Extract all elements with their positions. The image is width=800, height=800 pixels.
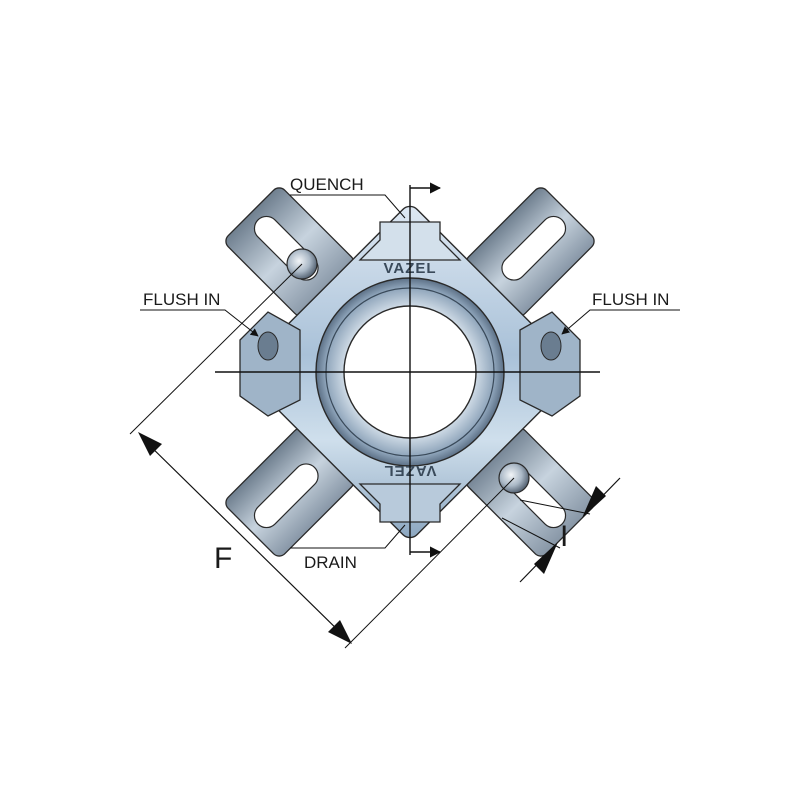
flush-in-right-leader <box>561 309 680 335</box>
flush-in-left-leader <box>140 309 259 337</box>
dimension-f-line <box>141 437 349 641</box>
slot <box>253 463 319 529</box>
dimension-i-arrow-bottom <box>534 542 558 574</box>
label-flush-in-right: FLUSH IN <box>592 290 669 309</box>
flush-port-left <box>257 331 279 361</box>
label-quench: QUENCH <box>290 175 364 194</box>
flush-boss-right <box>519 311 581 417</box>
dimension-f: F <box>129 263 515 649</box>
drain-leader <box>290 524 406 549</box>
label-flush-in-left: FLUSH IN <box>143 290 220 309</box>
slot <box>501 215 567 281</box>
label-dim-f: F <box>214 542 232 575</box>
dimension-f-arrow-top <box>138 432 162 456</box>
dimension-i: I <box>501 477 621 583</box>
label-dim-i: I <box>560 520 568 553</box>
dimension-i-arrow-top <box>582 486 606 518</box>
label-drain: DRAIN <box>304 553 357 572</box>
dimension-f-arrow-bottom <box>328 620 352 644</box>
flush-boss-left <box>239 311 301 417</box>
flush-port-right <box>540 331 562 361</box>
quench-leader <box>290 194 406 219</box>
